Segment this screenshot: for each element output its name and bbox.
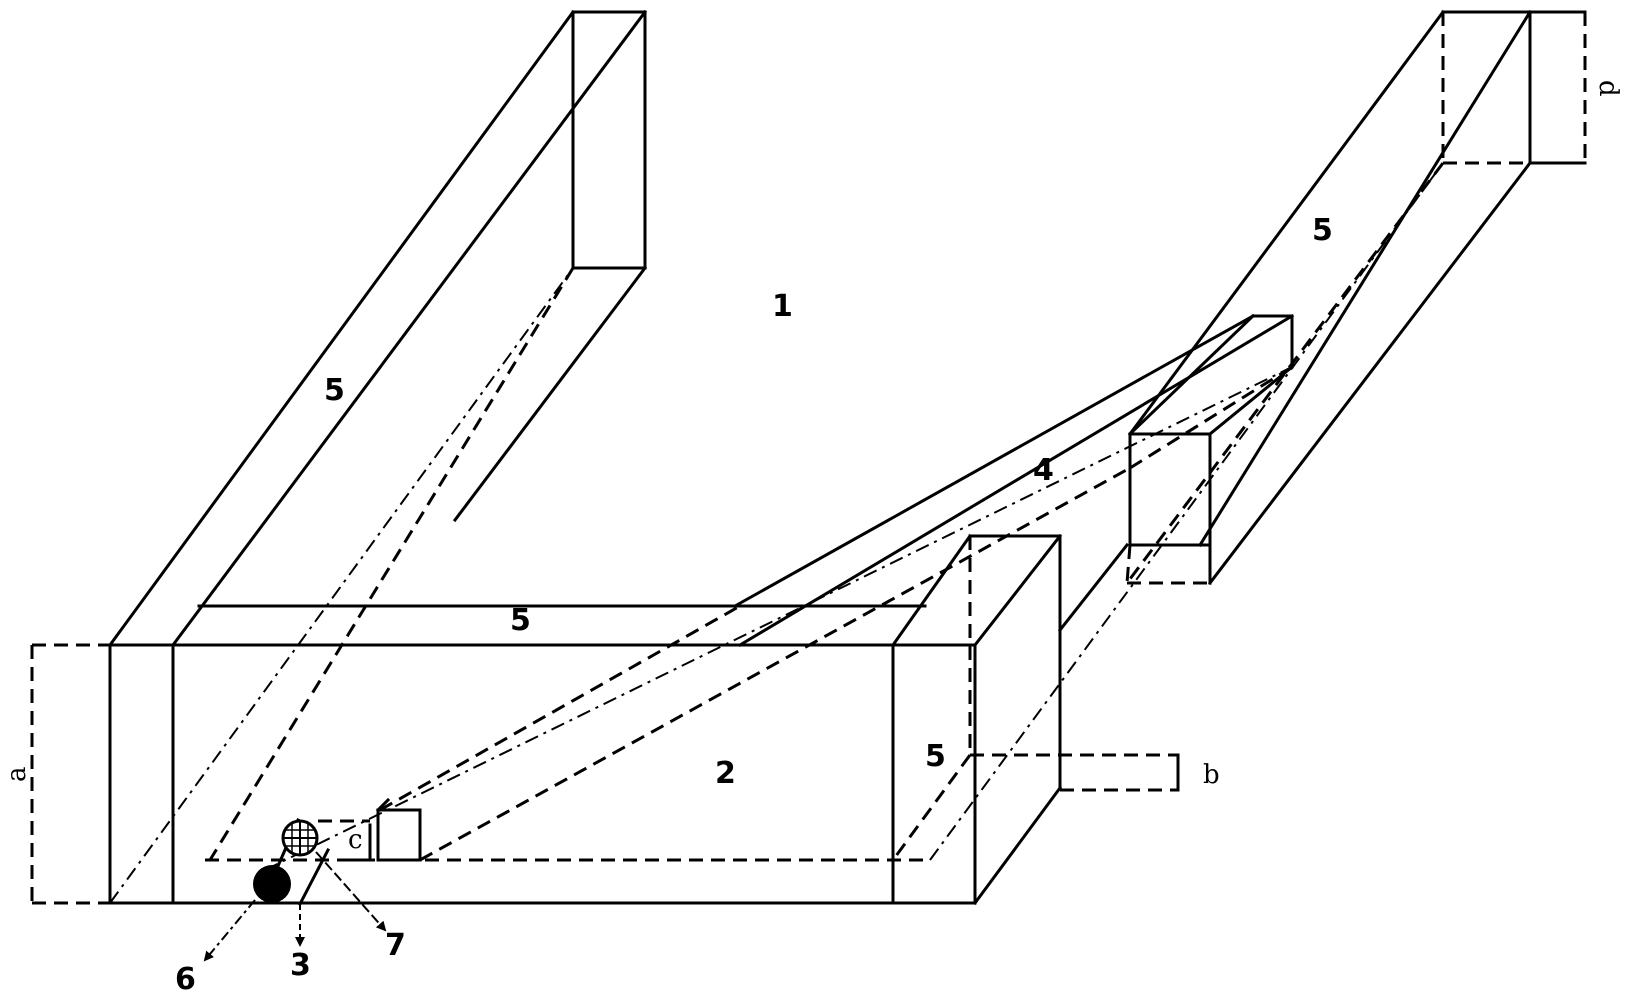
outlet-circle xyxy=(253,865,291,903)
dimension-c-label: c xyxy=(348,825,363,855)
left-wall xyxy=(107,9,648,861)
label-5-back: 5 xyxy=(510,603,531,638)
arrows xyxy=(203,851,387,962)
label-1: 1 xyxy=(772,289,793,324)
back-wall xyxy=(197,533,973,648)
dimension-c: c xyxy=(318,819,375,862)
small-block xyxy=(375,797,422,862)
dimension-a: a xyxy=(2,643,110,905)
front-box xyxy=(108,643,977,905)
label-5-right: 5 xyxy=(1312,213,1333,248)
label-3: 3 xyxy=(290,948,311,983)
dimension-d: d xyxy=(1528,10,1623,165)
label-4: 4 xyxy=(1033,453,1054,488)
dimension-d-label: d xyxy=(1593,80,1623,97)
label-7: 7 xyxy=(385,928,406,963)
label-5-left: 5 xyxy=(324,373,345,408)
labels: 1 2 3 4 5 5 5 5 6 7 xyxy=(175,213,1333,997)
label-6: 6 xyxy=(175,962,196,997)
outlet-symbols xyxy=(253,818,331,907)
label-2: 2 xyxy=(715,756,736,791)
label-5-front-right: 5 xyxy=(925,739,946,774)
dimension-b: b xyxy=(970,753,1220,792)
dimension-b-label: b xyxy=(1203,760,1220,790)
right-wall xyxy=(1057,9,1533,790)
ramp-beam xyxy=(379,313,1295,862)
arrow-7-line xyxy=(315,851,387,932)
center-lines xyxy=(109,162,1444,904)
arrow-6-line xyxy=(203,899,256,962)
dimension-a-label: a xyxy=(2,766,32,782)
